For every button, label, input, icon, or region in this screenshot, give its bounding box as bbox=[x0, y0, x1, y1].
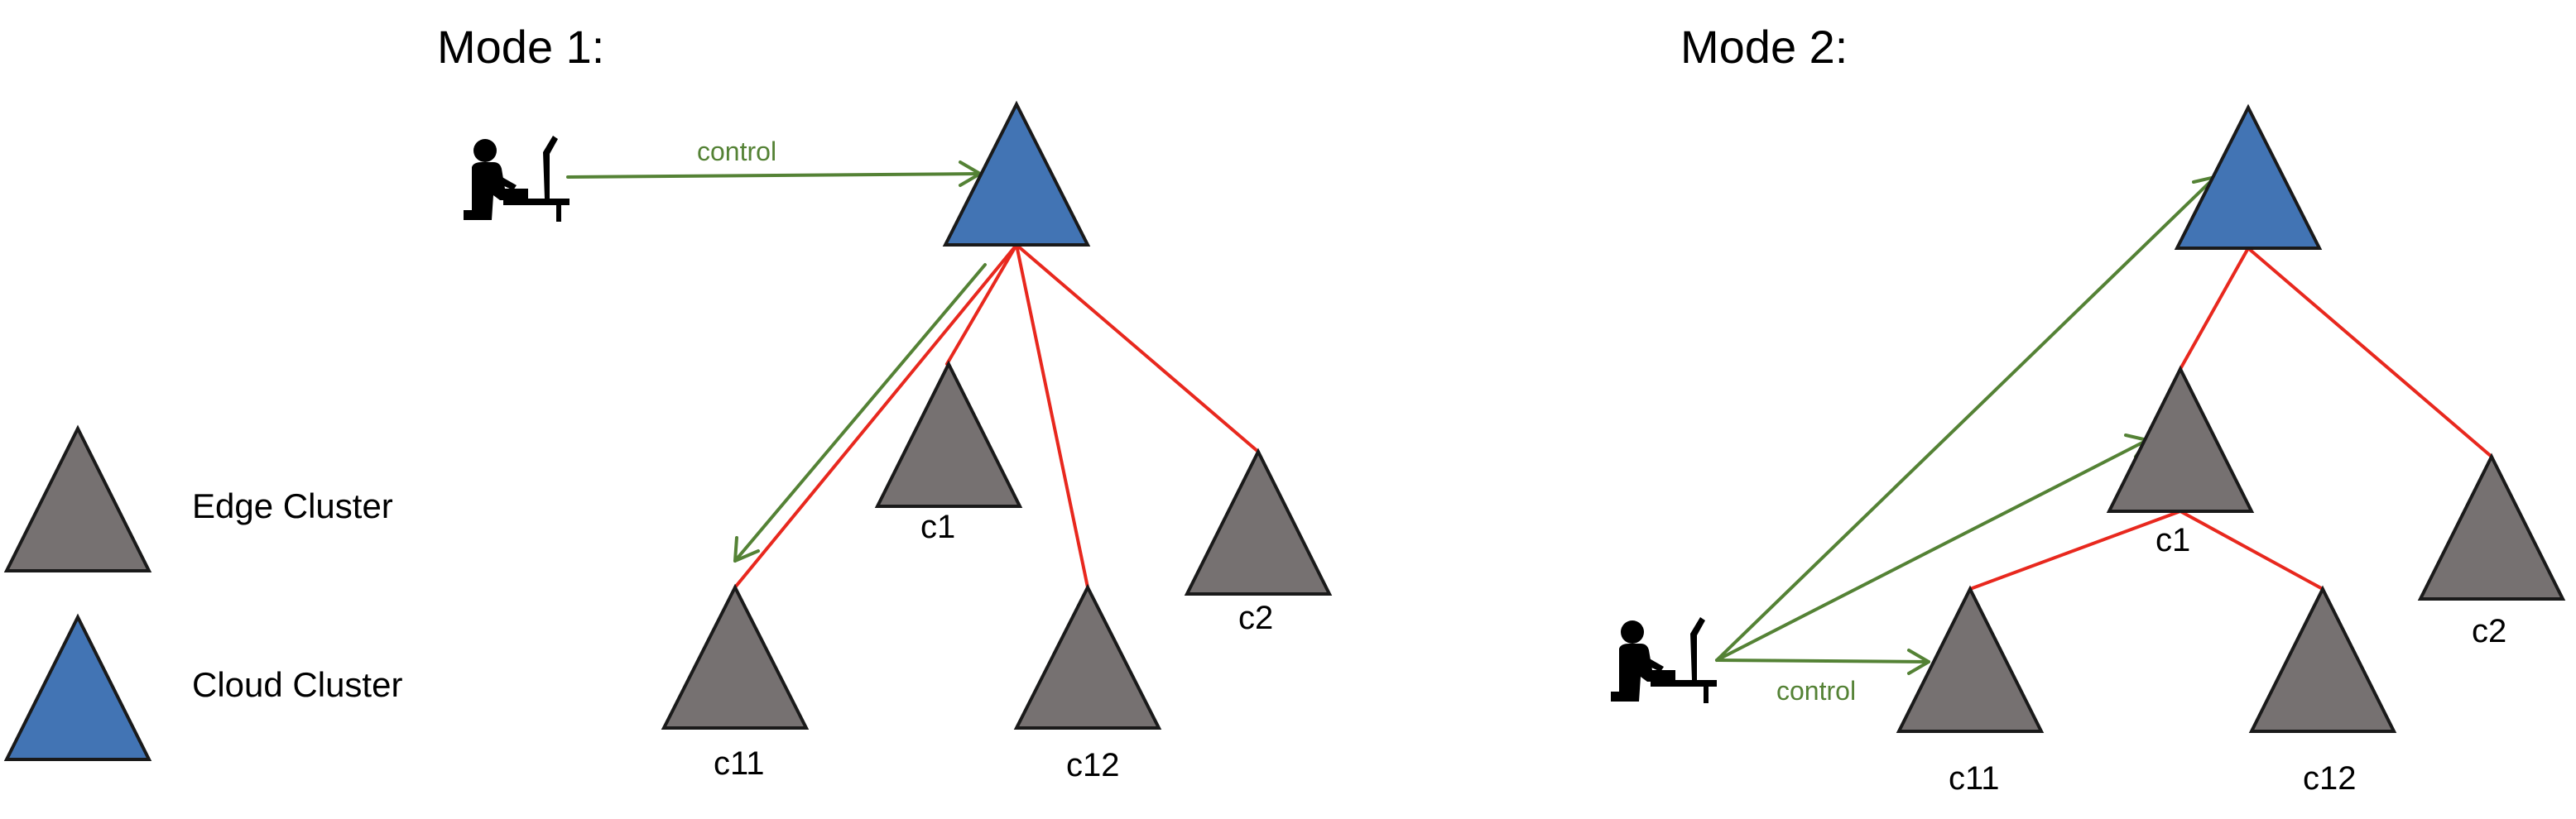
mode1-title: Mode 1: bbox=[437, 21, 604, 73]
mode2-panel: Mode 2: control c1 c2 bbox=[1611, 21, 2566, 797]
mode1-link-cloud-c2 bbox=[1015, 243, 1260, 453]
mode2-person-at-computer-icon bbox=[1611, 617, 1717, 703]
legend: Edge Cluster Cloud Cluster bbox=[3, 424, 402, 761]
legend-cloud-cluster-triangle bbox=[3, 613, 152, 761]
mode1-link-cloud-c12 bbox=[1015, 243, 1089, 589]
mode1-link-cloud-c1 bbox=[945, 243, 1018, 366]
legend-cloud-cluster-label: Cloud Cluster bbox=[192, 665, 402, 704]
mode1-label-c2: c2 bbox=[1238, 600, 1273, 636]
mode1-control-arrow-to-cloud bbox=[566, 172, 982, 179]
mode1-label-c1: c1 bbox=[920, 509, 955, 545]
mode2-control-arrow-to-c1 bbox=[1715, 438, 2149, 662]
mode2-edge-cluster-c11 bbox=[1896, 585, 2045, 733]
mode1-label-c11: c11 bbox=[714, 745, 765, 782]
mode2-link-c1-c11 bbox=[1968, 510, 2182, 591]
mode1-control-label: control bbox=[697, 136, 776, 166]
mode2-label-c11: c11 bbox=[1949, 760, 2000, 797]
mode1-control-arrow-cloud-to-c11 bbox=[733, 263, 987, 563]
mode2-edge-cluster-c1 bbox=[2106, 365, 2255, 513]
mode2-link-cloud-c2 bbox=[2247, 247, 2493, 458]
mode2-label-c12: c12 bbox=[2303, 760, 2357, 797]
mode2-control-arrow-to-cloud bbox=[1715, 175, 2217, 662]
mode2-cloud-cluster bbox=[2174, 103, 2323, 250]
mode2-hierarchy-links bbox=[1968, 247, 2493, 591]
mode1-edge-cluster-c2 bbox=[1184, 448, 1333, 596]
mode1-label-c12: c12 bbox=[1066, 747, 1120, 783]
mode2-edge-cluster-c12 bbox=[2248, 585, 2397, 733]
mode1-hierarchy-links bbox=[733, 243, 1260, 589]
mode2-label-c2: c2 bbox=[2472, 613, 2506, 649]
mode1-edge-cluster-c11 bbox=[661, 583, 810, 730]
mode1-cloud-cluster bbox=[942, 100, 1091, 247]
mode2-label-c1: c1 bbox=[2155, 522, 2190, 558]
mode2-link-cloud-c1 bbox=[2179, 247, 2250, 371]
mode2-title: Mode 2: bbox=[1680, 21, 1848, 73]
mode2-control-arrowhead-c11 bbox=[1907, 649, 1930, 675]
mode1-edge-cluster-c12 bbox=[1013, 583, 1162, 730]
mode1-person-at-computer-icon bbox=[464, 136, 570, 222]
mode1-panel: Mode 1: control c1 c2 c11 c12 bbox=[437, 21, 1333, 783]
mode2-control-arrow-to-c11 bbox=[1715, 659, 1930, 663]
legend-edge-cluster-triangle bbox=[3, 424, 152, 572]
mode1-link-cloud-c11 bbox=[733, 243, 1018, 589]
mode2-control-label: control bbox=[1776, 676, 1856, 706]
mode2-edge-cluster-c2 bbox=[2417, 453, 2566, 601]
legend-edge-cluster-label: Edge Cluster bbox=[192, 486, 393, 525]
mode1-edge-cluster-c1 bbox=[874, 360, 1023, 508]
mode2-link-c1-c12 bbox=[2179, 510, 2324, 591]
mode1-control-arrowhead-c11 bbox=[733, 536, 760, 563]
